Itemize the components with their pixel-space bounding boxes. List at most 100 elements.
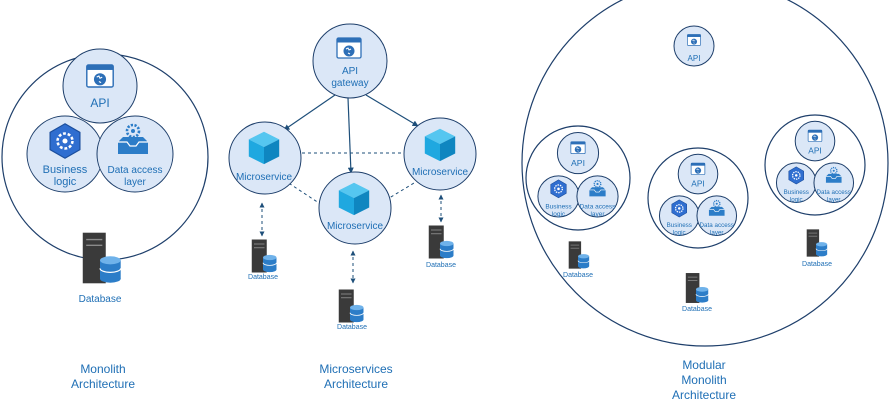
server-database-icon: [685, 273, 709, 303]
db-bottom: [263, 266, 277, 273]
business-logic-label: Business: [43, 164, 88, 176]
monolith-caption: Monolith: [80, 362, 125, 376]
cube-right: [354, 190, 370, 216]
browser-window-icon: [86, 64, 114, 88]
modular-monolith-caption: Architecture: [672, 388, 736, 402]
module-database-label-right: Database: [802, 261, 832, 268]
microservices-caption: Microservices: [319, 362, 392, 376]
db-top: [350, 304, 364, 311]
api-label: API: [90, 96, 109, 110]
modular-api-node: [673, 25, 715, 67]
db-band: [99, 268, 122, 273]
gear-ring: [56, 132, 74, 150]
module-right-business-logic-label: Business: [784, 189, 809, 196]
gear-ring: [791, 171, 801, 180]
gateway-to-left-arrow: [283, 94, 336, 131]
gateway-to-center-arrow: [347, 97, 354, 174]
inbox-lip: [708, 209, 725, 212]
db-bottom: [350, 316, 364, 323]
server-database-icon: [806, 229, 828, 257]
gear-hub: [832, 169, 835, 172]
cube-top: [338, 182, 370, 198]
module-left-data-access-node: [576, 175, 619, 218]
module-right-api-label: API: [808, 146, 821, 156]
cube-icon: [338, 182, 370, 216]
globe-lines: [576, 147, 580, 152]
module-left-api-label: API: [571, 158, 585, 168]
cube-left: [424, 136, 440, 162]
module-left-data-access-label: Data access: [580, 203, 617, 210]
window-titlebar: [337, 38, 361, 43]
service-mesh-line: [375, 179, 420, 207]
gear-hub: [715, 202, 718, 205]
cube-left: [248, 139, 264, 165]
gear-inbox-icon: [825, 166, 842, 183]
db-body: [578, 256, 590, 267]
browser-window-icon: [807, 129, 823, 142]
module-right-business-logic-label: logic: [790, 196, 803, 203]
gear-hexagon-icon: [550, 179, 567, 199]
db-band: [439, 248, 454, 252]
db-top: [578, 254, 590, 259]
monolith-caption: Architecture: [71, 377, 135, 391]
db-body: [696, 289, 709, 301]
window-titlebar: [570, 141, 586, 145]
gear-ring: [125, 123, 141, 139]
gear-hub: [62, 138, 68, 144]
inbox-lip: [825, 176, 842, 179]
globe-shape: [343, 45, 355, 57]
module-left-data-access-label: layer: [590, 211, 605, 218]
cube-right: [264, 139, 280, 165]
browser-window-icon: [336, 37, 362, 59]
microservice-database-label-right: Database: [426, 262, 456, 269]
gear-hexagon-icon: [671, 199, 687, 218]
browser-window-icon: [687, 34, 701, 46]
db-bottom: [696, 297, 709, 303]
browser-window-icon: [570, 141, 586, 155]
globe-shape: [811, 134, 819, 141]
api-gateway-label: API: [342, 66, 358, 77]
cube-left: [338, 190, 354, 216]
gateway-to-right-arrow: [365, 94, 419, 127]
window-titlebar: [86, 65, 114, 70]
api-gateway-node: [312, 23, 388, 99]
globe-lines: [96, 75, 103, 84]
modular-monolith-caption: Modular: [682, 358, 725, 372]
modular-monolith-caption: Monolith: [681, 373, 726, 387]
db-body: [816, 244, 828, 255]
gear-ring: [829, 166, 838, 175]
gear-ring: [553, 184, 564, 194]
data-access-label: layer: [124, 177, 146, 188]
cube-icon: [248, 131, 280, 165]
microservice-database-label-left: Database: [248, 274, 278, 281]
inbox-lip: [118, 141, 148, 147]
db-band: [349, 312, 364, 316]
module-left-business-logic-label: Business: [545, 203, 572, 210]
microservice-label-center: Microservice: [327, 221, 384, 232]
window-titlebar: [808, 130, 822, 133]
gear-inbox-icon: [589, 180, 606, 197]
gear-ring: [674, 204, 684, 213]
globe-lines: [692, 39, 696, 44]
module-right-data-access-label: Data access: [817, 189, 851, 196]
module-center-api-label: API: [691, 179, 704, 189]
microservice-database-label-center: Database: [337, 324, 367, 331]
gear-inbox-icon: [118, 123, 148, 154]
api-gateway-label: gateway: [331, 78, 368, 89]
module-center-data-access-label: Data access: [700, 222, 734, 229]
db-body: [100, 260, 121, 279]
db-bottom: [578, 263, 590, 269]
server-database-icon: [428, 225, 454, 259]
db-band: [577, 260, 590, 264]
server-database-icon: [251, 239, 277, 273]
globe-shape: [93, 73, 107, 86]
server-database-icon: [568, 241, 590, 269]
module-database-label-center: Database: [682, 306, 712, 313]
db-top: [100, 256, 121, 265]
gear-hub: [677, 207, 681, 210]
gear-ring: [593, 180, 602, 188]
data-access-label: Data access: [107, 165, 162, 176]
db-band: [815, 248, 828, 252]
db-bottom: [816, 251, 828, 257]
